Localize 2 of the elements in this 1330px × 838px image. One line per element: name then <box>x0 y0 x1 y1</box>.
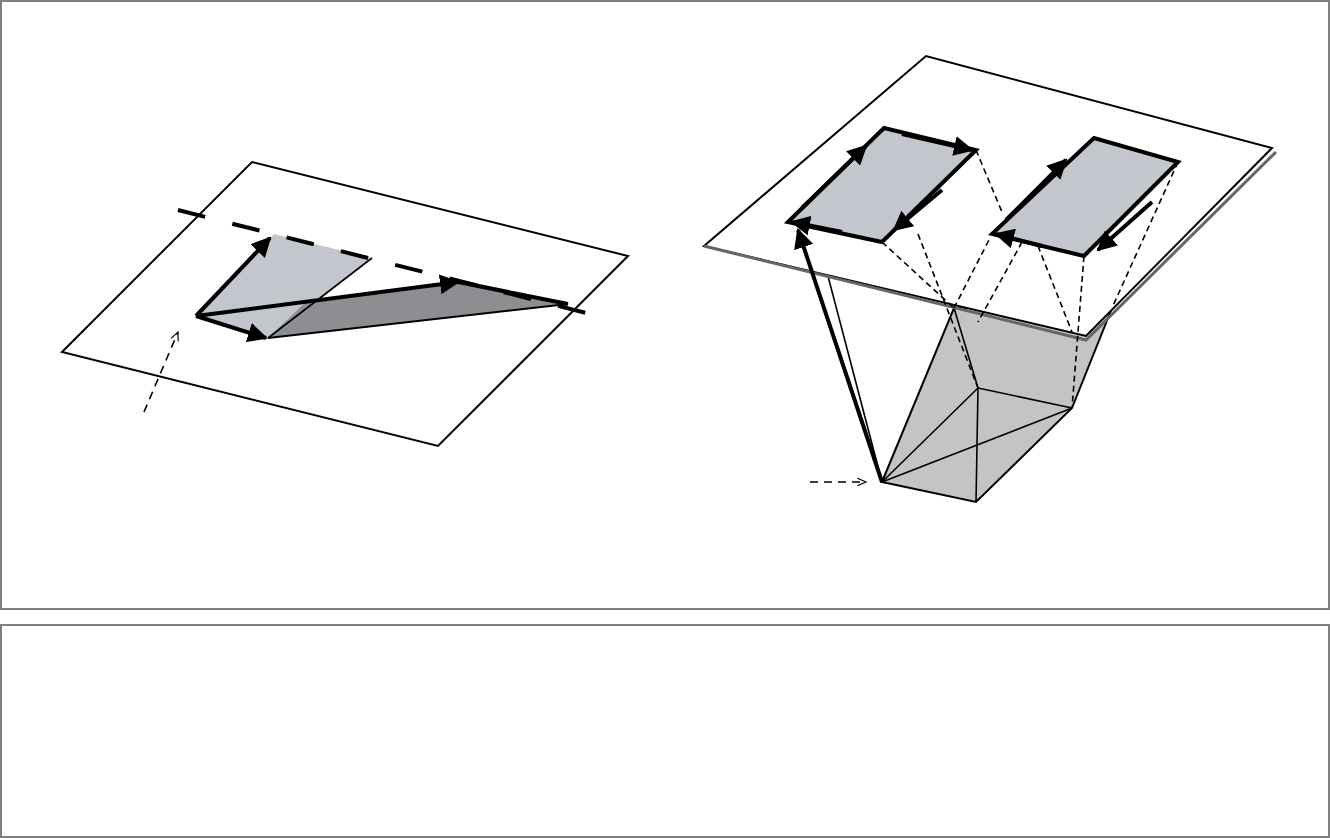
panel-frame <box>0 624 1330 838</box>
panel-frame <box>0 0 1330 610</box>
